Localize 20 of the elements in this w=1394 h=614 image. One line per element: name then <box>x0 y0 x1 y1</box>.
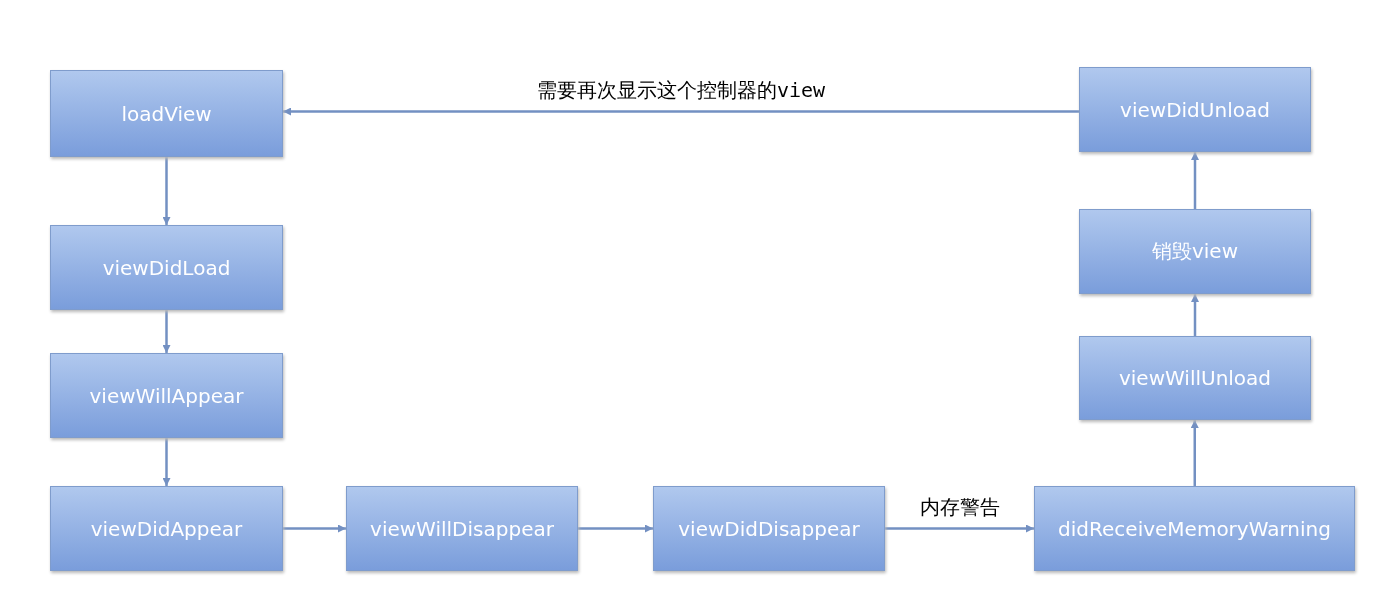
arrow <box>885 524 1034 533</box>
arrow <box>1190 420 1199 486</box>
process-box: didReceiveMemoryWarning <box>1034 486 1355 571</box>
arrow <box>162 438 171 486</box>
process-box: viewDidAppear <box>50 486 283 571</box>
process-box: viewWillAppear <box>50 353 283 438</box>
arrow <box>578 524 653 533</box>
arrow <box>1191 294 1199 336</box>
arrow <box>283 524 346 533</box>
arrow <box>283 107 1079 116</box>
arrow <box>162 157 171 225</box>
process-box: 销毁view <box>1079 209 1311 294</box>
arrow <box>1191 152 1199 209</box>
process-box: viewWillUnload <box>1079 336 1311 420</box>
process-box: viewDidUnload <box>1079 67 1311 152</box>
process-box: viewDidLoad <box>50 225 283 310</box>
arrow <box>162 310 171 353</box>
process-box: loadView <box>50 70 283 157</box>
process-box: viewDidDisappear <box>653 486 885 571</box>
process-box: viewWillDisappear <box>346 486 578 571</box>
